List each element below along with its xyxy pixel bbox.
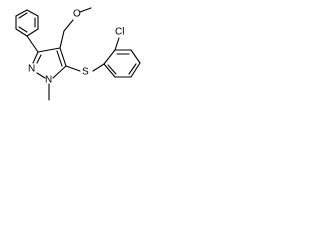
chlorophenyl-bond xyxy=(130,49,141,64)
chlorophenyl-bond xyxy=(103,49,116,65)
chlorine-label: Cl xyxy=(115,27,124,38)
chlorophenyl-bond xyxy=(130,62,141,78)
phenyl-bond xyxy=(15,28,28,37)
ch2-bond xyxy=(59,30,65,49)
phenyl-bond xyxy=(26,28,39,37)
pyrazole-n1-label: N xyxy=(45,75,52,86)
chlorophenyl-double-bond xyxy=(128,63,137,75)
phenyl-ring xyxy=(15,9,39,37)
chlorophenyl-bond xyxy=(103,63,116,78)
pyrazole-bond xyxy=(32,51,39,64)
methoxy-oxygen-label: O xyxy=(73,9,81,20)
s-aryl-bond xyxy=(92,63,105,72)
phenyl-double-bond xyxy=(18,12,28,19)
phenyl-bond xyxy=(15,9,28,17)
pyrazole-bond xyxy=(52,65,67,79)
chlorophenyl-ring xyxy=(103,49,141,78)
chemical-structure-diagram: O Cl N N S xyxy=(15,7,141,101)
phenyl-pyrazole-bond xyxy=(26,35,39,53)
pyrazole-bond xyxy=(59,47,67,67)
ch2-o-bond xyxy=(63,19,74,32)
c-cl-bond xyxy=(114,37,120,51)
phenyl-double-bond xyxy=(18,26,28,33)
pyrazole-n2-label: N xyxy=(28,64,35,75)
phenyl-bond xyxy=(26,9,39,17)
pyrazole-bond xyxy=(36,72,46,79)
c5-s-bond xyxy=(65,65,81,72)
sulfur-label: S xyxy=(82,67,89,78)
chlorophenyl-double-bond xyxy=(107,64,117,75)
pyrazole-double-bond xyxy=(56,50,63,67)
pyrazole-bond xyxy=(37,47,61,53)
methoxymethyl-group xyxy=(59,7,92,49)
o-methyl-bond xyxy=(79,7,92,13)
pyrazole-double-bond xyxy=(36,54,42,64)
pyrazole-ring xyxy=(32,47,67,79)
